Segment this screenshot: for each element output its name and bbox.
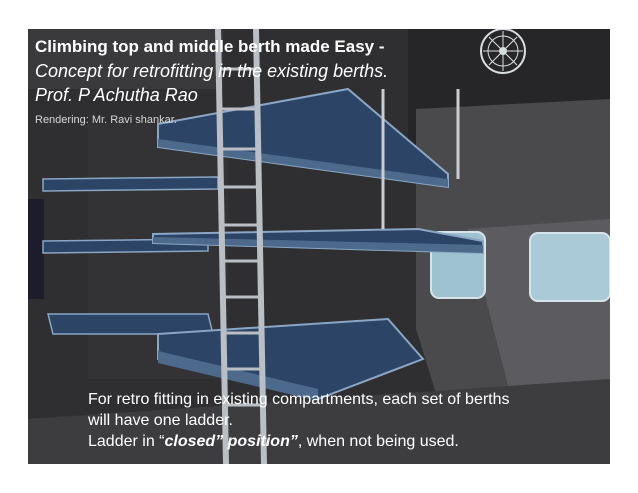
ceiling-fan-icon <box>480 29 526 74</box>
slide: Climbing top and middle berth made Easy … <box>28 29 610 464</box>
caption-line-2: will have one ladder. <box>88 412 233 429</box>
author-name: Prof. P Achutha Rao <box>35 85 198 105</box>
rendering-credit: Rendering: Mr. Ravi shankar. <box>35 114 177 126</box>
window-right <box>529 232 610 302</box>
left-berth-top <box>42 176 219 192</box>
ladder <box>215 29 267 464</box>
slide-title: Climbing top and middle berth made Easy … <box>35 37 385 56</box>
caption-line-3-end: , when not being used. <box>297 433 459 450</box>
caption-line-3: Ladder in “closed” position”, when not b… <box>88 431 510 452</box>
floor <box>28 379 610 464</box>
left-berth-lower <box>47 313 214 335</box>
lower-berth-edge <box>158 351 318 401</box>
top-berth-edge <box>158 139 448 187</box>
compartment-rendering <box>28 29 610 464</box>
ceiling-left <box>28 29 223 89</box>
caption: For retro fitting in existing compartmen… <box>88 389 510 452</box>
caption-line-1: For retro fitting in existing compartmen… <box>88 391 510 408</box>
caption-closed-position: closed” position” <box>164 433 298 450</box>
caption-line-3-start: Ladder in “ <box>88 433 165 450</box>
middle-berth-edge <box>153 237 483 253</box>
slide-subtitle: Concept for retrofitting in the existing… <box>35 61 389 81</box>
person-silhouette <box>28 199 44 299</box>
